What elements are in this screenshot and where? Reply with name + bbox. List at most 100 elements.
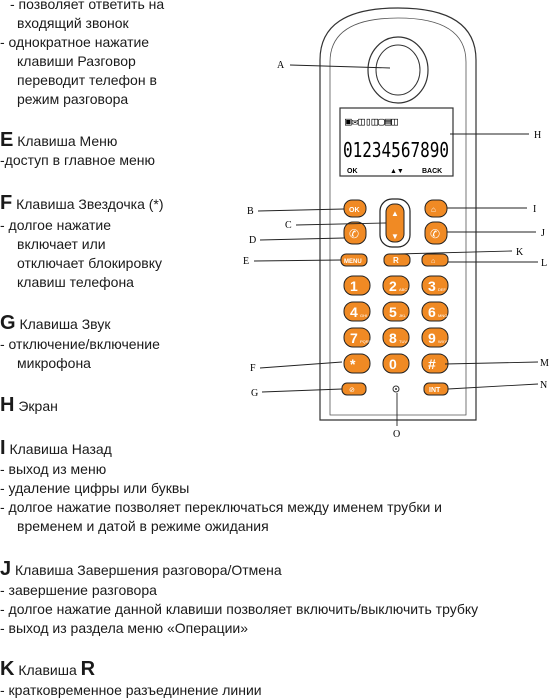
end-key[interactable] [424, 221, 448, 245]
intro-line-5: переводит телефон в [17, 72, 157, 88]
section-j-line-3: - выход из раздела меню «Операции» [0, 620, 249, 636]
section-i-line-2: - удаление цифры или буквы [0, 480, 190, 496]
section-j-heading: J Клавиша Завершения разговора/Отмена [0, 558, 282, 580]
callout-line-b [257, 208, 345, 212]
section-e-title: Клавиша Меню [13, 133, 118, 149]
keypad-key-3[interactable] [421, 275, 449, 296]
keypad-key-label: 2 [389, 278, 397, 294]
section-i-letter: I [0, 437, 6, 459]
microphone-dot [395, 388, 397, 390]
callout-line-m [444, 361, 539, 365]
section-g-letter: G [0, 312, 16, 334]
nav-down-icon: ▼ [391, 232, 399, 241]
int-key-label: INT [429, 387, 441, 394]
section-g-title: Клавиша Звук [15, 316, 111, 332]
keypad-key-2[interactable] [382, 275, 410, 296]
section-f-line-2: включает или [17, 236, 106, 252]
callout-line-f [259, 361, 343, 369]
section-j-letter: J [0, 558, 12, 580]
back-key[interactable] [424, 199, 448, 218]
callout-n: N [540, 380, 547, 391]
section-g-line-2: микрофона [17, 355, 91, 371]
keypad-key-5[interactable] [382, 301, 410, 322]
keypad-key-sublabel: JKL [399, 313, 407, 318]
keypad-key-label: 8 [389, 330, 397, 346]
keypad-key-7[interactable] [343, 327, 371, 348]
section-k-heading: K Клавиша R [0, 658, 96, 680]
ok-key[interactable] [343, 199, 367, 218]
lcd-softkey-ok: OK [347, 168, 358, 175]
section-j-line-1: - завершение разговора [0, 582, 157, 598]
keypad-key-1[interactable] [343, 275, 371, 296]
keypad-key-sublabel: PQRS [360, 339, 372, 344]
section-i-line-4: временем и датой в режиме ожидания [17, 518, 269, 534]
section-k-line-1: - кратковременное разъединение линии [0, 682, 262, 698]
keypad-key-6[interactable] [421, 301, 449, 322]
callout-o: O [393, 429, 400, 440]
section-h-letter: H [0, 394, 15, 416]
phone-diagram: ▣✉◫▯◫▢▤◫ 01234567890 OK ▲▼ BACK OK ✆ ▲ ▼… [243, 7, 549, 440]
callout-line-d [259, 237, 345, 241]
section-g-line-1: - отключение/включение [0, 336, 160, 352]
section-f-title: Клавиша Звездочка (*) [12, 196, 164, 212]
keypad-key-label: 0 [389, 356, 397, 372]
end-key-icon: ✆ [430, 227, 440, 241]
section-f-line-1: - долгое нажатие [0, 217, 112, 233]
callout-line-n [447, 383, 539, 390]
keypad-key-sublabel: TUV [399, 339, 407, 344]
section-f-letter: F [0, 192, 13, 214]
keypad-key-10[interactable] [343, 353, 371, 374]
callout-a: A [277, 60, 285, 71]
callout-line-g [261, 388, 343, 393]
redial-key[interactable] [421, 253, 449, 267]
callout-line-a [289, 64, 391, 69]
keypad-key-label: 6 [428, 304, 436, 320]
callout-b: B [247, 206, 254, 217]
callout-g: G [251, 388, 258, 399]
callout-m: M [540, 358, 549, 369]
section-e-letter: E [0, 129, 14, 151]
section-k-letter: K [0, 658, 15, 680]
keypad-key-label: 7 [350, 330, 358, 346]
section-h-heading: H Экран [0, 394, 58, 416]
mute-key-icon: ⊘ [349, 387, 355, 394]
keypad-key-sublabel: WXYZ [438, 339, 450, 344]
back-key-icon: ⌂ [431, 205, 436, 214]
section-j-line-2: - долгое нажатие данной клавиши позволяе… [0, 601, 479, 617]
r-key-label: R [393, 256, 399, 265]
section-f-heading: F Клавиша Звездочка (*) [0, 192, 164, 214]
callout-h: H [534, 130, 541, 141]
callout-e: E [243, 256, 249, 267]
intro-line-6: режим разговора [17, 91, 129, 107]
section-f-line-4: клавиш телефона [17, 274, 134, 290]
lcd-digits: 01234567890 [343, 138, 449, 162]
keypad-key-sublabel: ABC [399, 287, 407, 292]
talk-key[interactable] [343, 221, 367, 245]
keypad-key-label: 5 [389, 304, 397, 320]
callout-l: L [541, 258, 547, 269]
section-g-heading: G Клавиша Звук [0, 312, 111, 334]
intro-line-1: - позволяет ответить на [10, 0, 165, 12]
callout-line-c [295, 222, 387, 226]
callout-line-k [396, 250, 513, 255]
ok-key-label: OK [349, 207, 360, 214]
section-e-heading: E Клавиша Меню [0, 129, 118, 151]
microphone-hole [392, 385, 400, 393]
keypad-key-11[interactable] [382, 353, 410, 374]
section-i-heading: I Клавиша Назад [0, 437, 112, 459]
section-h-title: Экран [14, 398, 58, 414]
section-j-title: Клавиша Завершения разговора/Отмена [11, 562, 282, 578]
callout-k: K [516, 247, 524, 258]
handset-inner-outline [329, 17, 467, 416]
callout-j: J [541, 228, 545, 239]
keypad-key-4[interactable] [343, 301, 371, 322]
keypad-key-8[interactable] [382, 327, 410, 348]
keypad-key-sublabel: MNO [438, 313, 447, 318]
menu-key-label: MENU [344, 259, 362, 265]
redial-key-icon: ⌂ [431, 258, 435, 265]
keypad-key-9[interactable] [421, 327, 449, 348]
lcd-softkey-arrows: ▲▼ [390, 168, 404, 175]
keypad-key-label: * [350, 356, 356, 372]
section-k-title-bold: R [80, 658, 96, 680]
